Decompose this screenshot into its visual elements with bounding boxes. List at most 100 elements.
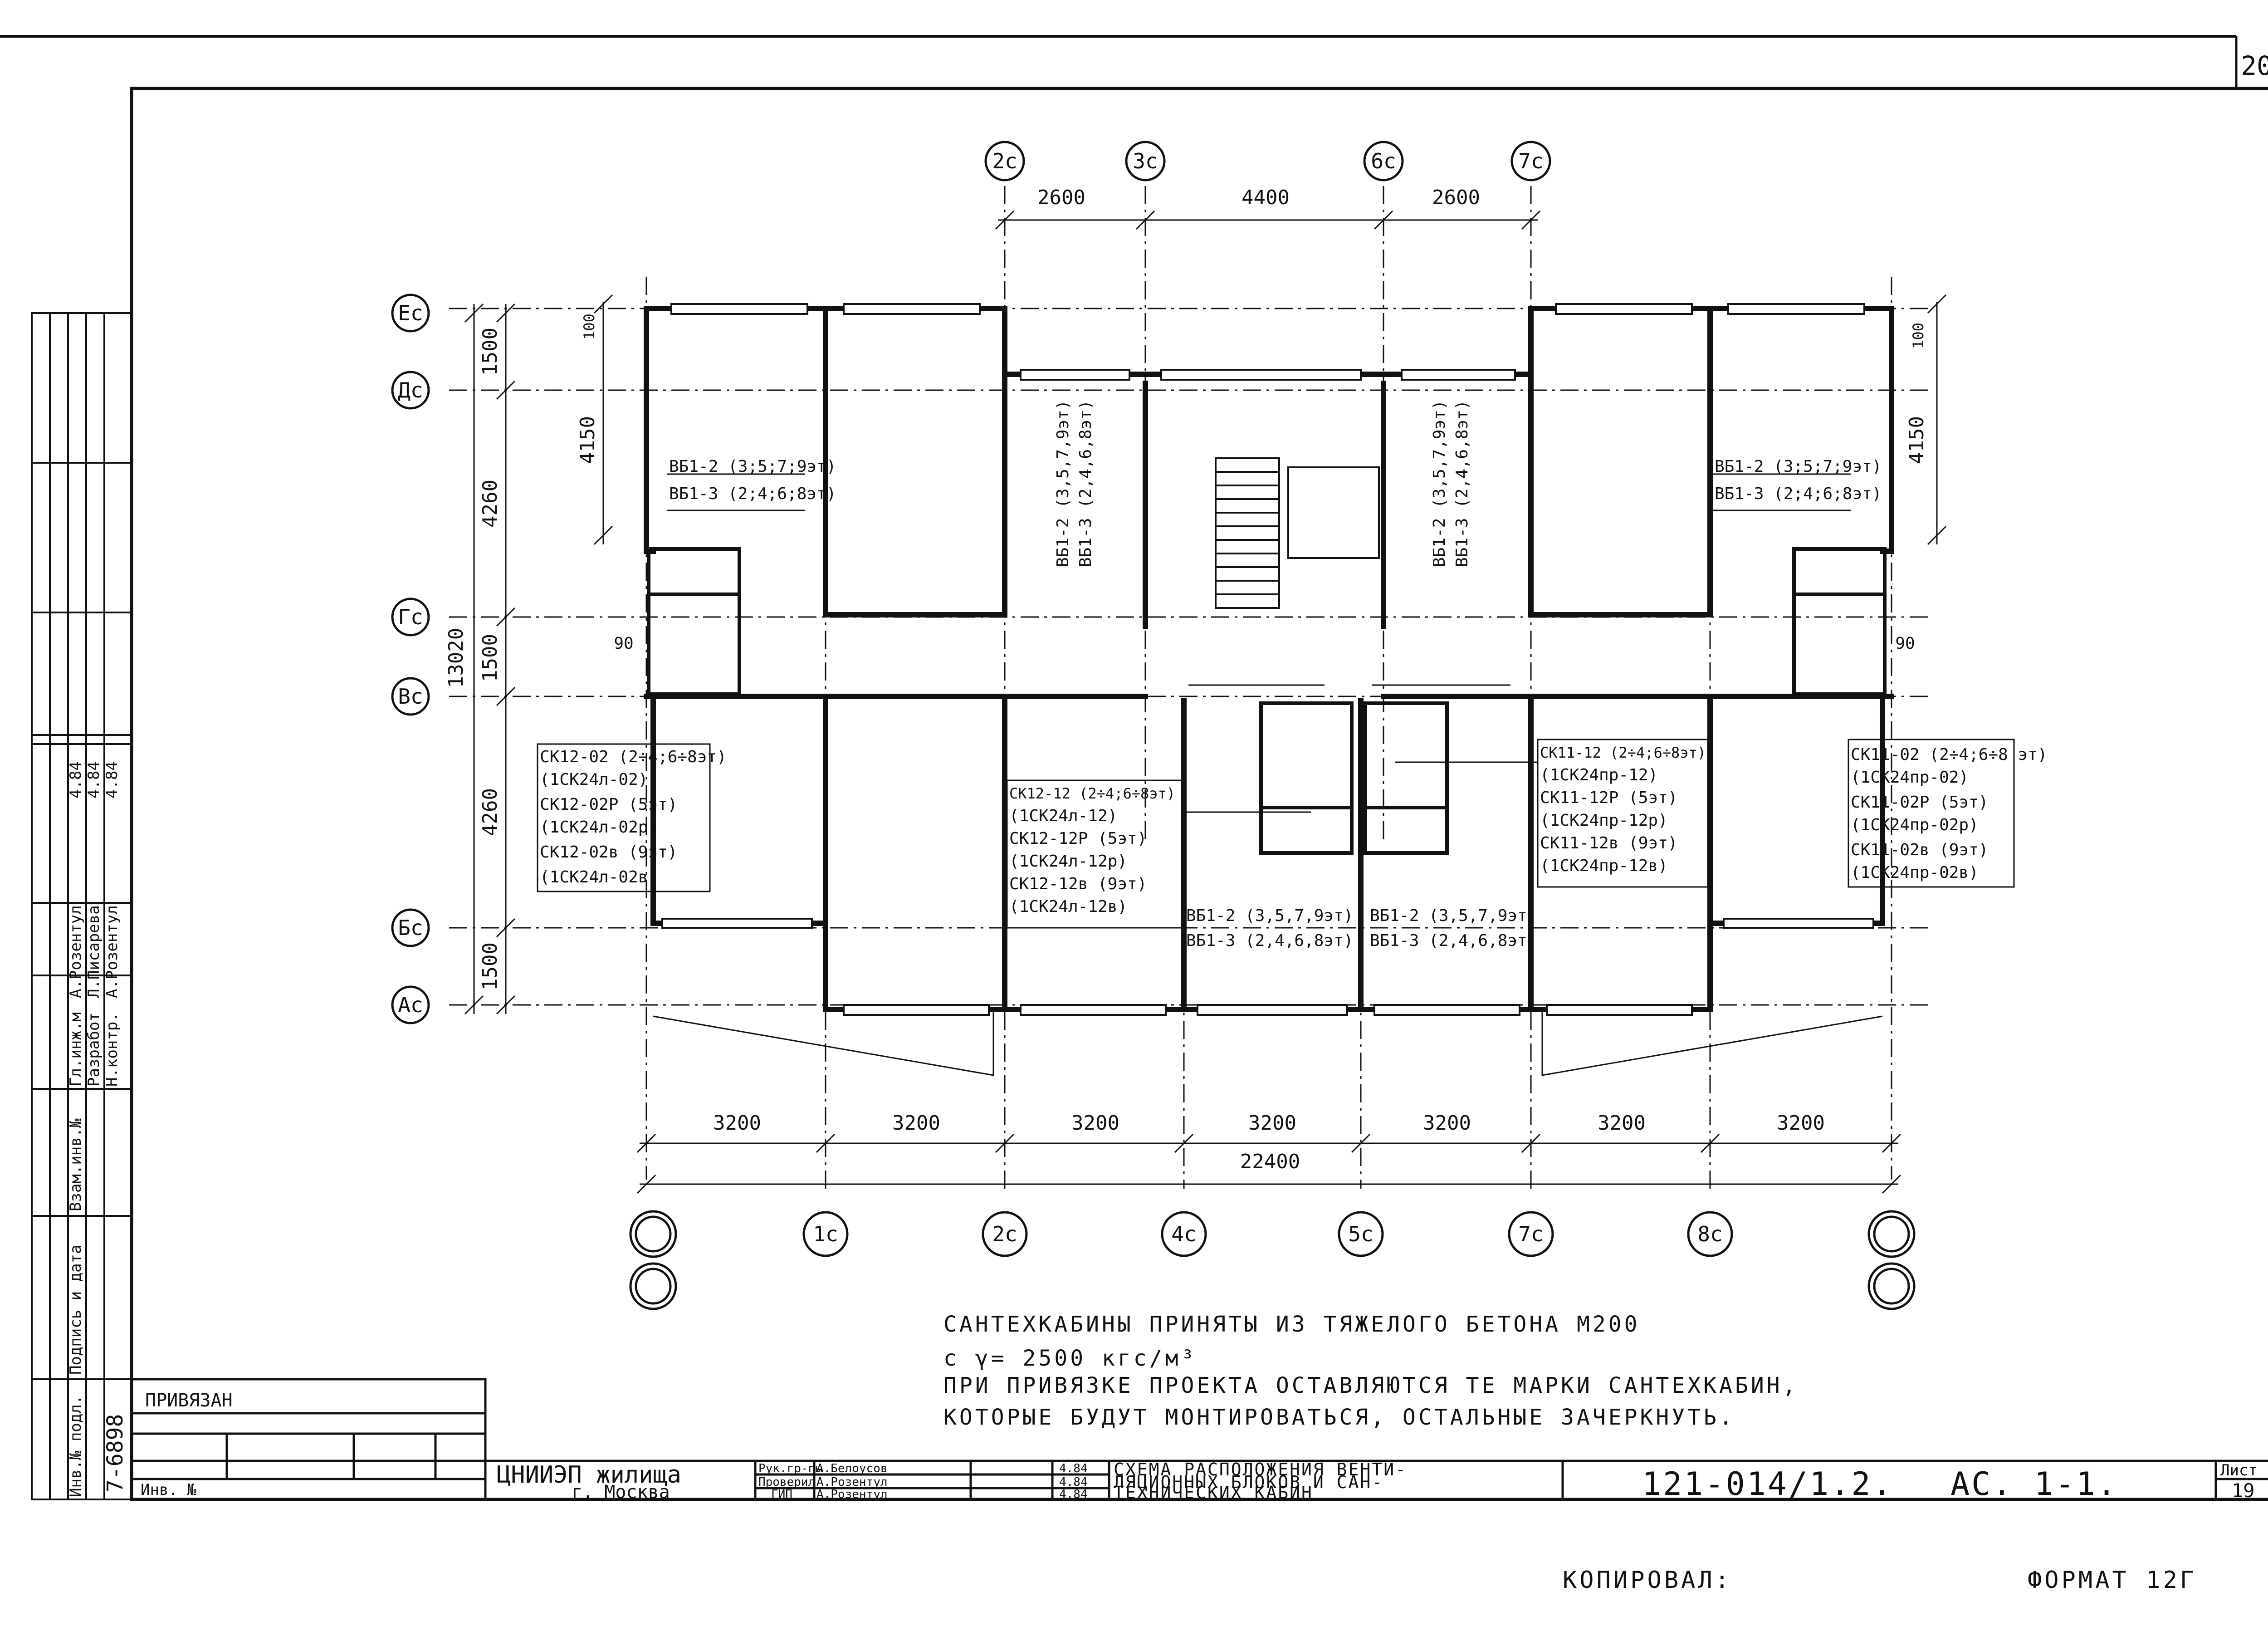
side-stamp-date-2: 4.84	[85, 761, 103, 798]
vent-lower-right-1: ВБ1-2 (3,5,7,9эт)	[1370, 906, 1537, 925]
cabin-center-right-3: СК11-12Р (5эт)	[1540, 789, 1677, 807]
bottom-axis-7c: 7с	[1518, 1222, 1543, 1246]
inv-label: Инв. №	[141, 1481, 196, 1499]
top-axis-7c: 7с	[1518, 149, 1543, 173]
bottom-dim-3: 3200	[1071, 1112, 1119, 1135]
vent-center-left-2: ВБ1-3 (2,4,6,8эт)	[1076, 400, 1095, 567]
right-dimension-chain	[1927, 294, 1947, 545]
note-line-4: КОТОРЫЕ БУДУТ МОНТИРОВАТЬСЯ, ОСТАЛЬНЫЕ З…	[943, 1405, 1735, 1430]
side-stamp-date-1: 4.84	[67, 761, 85, 798]
left-dim-1: 1500	[479, 328, 502, 376]
window-openings	[661, 303, 1874, 1016]
bottom-dim-4: 3200	[1248, 1112, 1296, 1135]
cabin-center-right-4: (1СК24пр-12р)	[1540, 811, 1668, 830]
left-axis-v: Вс	[398, 684, 423, 709]
vent-right-room-2: ВБ1-3 (2;4;6;8эт)	[1715, 485, 1882, 503]
building-walls	[644, 306, 1894, 1012]
bottom-axis-5c: 5с	[1348, 1222, 1373, 1246]
sheet-label: Лист	[2220, 1461, 2258, 1479]
vent-left-room-2: ВБ1-3 (2;4;6;8эт)	[669, 485, 836, 503]
side-stamp-role-2: Разработ	[85, 1012, 103, 1087]
tb-date-1: 4.84	[1059, 1462, 1088, 1475]
bottom-dimension-chains	[636, 1133, 1901, 1194]
left-axis-e: Ес	[398, 301, 423, 325]
cabin-left-4: (1СК24л-02р)	[540, 818, 658, 837]
top-axis-bubbles	[984, 141, 1551, 181]
side-stamp-replace-label: Взам.инв.№	[67, 1118, 85, 1211]
tb-name-2: А.Розентул	[816, 1475, 888, 1489]
note-line-2: с γ= 2500 кгс/м³	[943, 1346, 1197, 1371]
cabin-right-4: (1СК24пр-02р)	[1851, 816, 1979, 834]
vent-right-room-1: ВБ1-2 (3;5;7;9эт)	[1715, 457, 1882, 476]
bottom-axis-8c: 8с	[1697, 1222, 1722, 1246]
cabin-center-left-5: СК12-12в (9эт)	[1009, 875, 1147, 893]
vent-center-right-1: ВБ1-2 (3,5,7,9эт)	[1430, 400, 1449, 567]
attached-label: ПРИВЯЗАН	[145, 1390, 233, 1411]
bottom-dim-7: 3200	[1777, 1112, 1825, 1135]
cabin-right-6: (1СК24пр-02в)	[1851, 863, 1979, 882]
cabin-label-frames	[537, 739, 2015, 929]
title-line-3: ТЕХНИЧЕСКИХ КАБИН	[1114, 1483, 1313, 1503]
page-corner-number: 20	[2241, 50, 2268, 81]
side-stamp-date-3: 4.84	[103, 761, 121, 798]
org-line-1: ЦНИИЭП жилища	[497, 1461, 681, 1489]
tb-name-1: А.Белоусов	[816, 1462, 888, 1475]
vent-block-frames	[667, 473, 1851, 686]
left-axis-b: Бс	[398, 916, 423, 940]
org-line-2: г. Москва	[572, 1482, 670, 1503]
side-stamp-role-3: Н.контр.	[103, 1012, 121, 1087]
cabin-center-right-6: (1СК24пр-12в)	[1540, 857, 1668, 875]
bottom-axis-1c: 1с	[813, 1222, 838, 1246]
tb-name-3: А.Розентул	[816, 1488, 888, 1501]
left-dim-gap: 90	[614, 634, 633, 653]
cabin-center-left-2: (1СК24л-12)	[1009, 807, 1117, 825]
title-line-1: СХЕМА РАСПОЛОЖЕНИЯ ВЕНТИ-	[1114, 1460, 1407, 1479]
side-stamp-text: Гл.инж.м А.Розентул 4.84 Разработ Л.Писа…	[67, 761, 128, 1497]
left-dim-4: 4260	[479, 788, 502, 836]
left-dim-3: 1500	[479, 634, 502, 682]
stair	[1215, 457, 1380, 609]
vent-lower-right-2: ВБ1-3 (2,4,6,8эт)	[1370, 931, 1537, 950]
bottom-dim-2: 3200	[892, 1112, 940, 1135]
sheet-number: 19	[2232, 1479, 2255, 1502]
drawing-code: 121-014/1.2.	[1642, 1465, 1893, 1503]
tb-role-2: Проверил	[758, 1475, 815, 1489]
left-dim-inner-4150: 4150	[576, 416, 599, 464]
vent-center-left-1: ВБ1-2 (3,5,7,9эт)	[1054, 400, 1072, 567]
left-dim-2: 4260	[479, 480, 502, 528]
right-dim-inner-4150: 4150	[1905, 416, 1928, 464]
note-line-1: САНТЕХКАБИНЫ ПРИНЯТЫ ИЗ ТЯЖЕЛОГО БЕТОНА …	[943, 1312, 1640, 1337]
side-stamp-inventory-number: 7-6898	[103, 1414, 128, 1493]
vent-lower-left-2: ВБ1-3 (2,4,6,8эт)	[1186, 931, 1353, 950]
side-stamp	[31, 312, 132, 1500]
top-dim-2: 4400	[1242, 186, 1290, 209]
format-label: ФОРМАТ 12Г	[2028, 1567, 2197, 1594]
cabin-center-left-6: (1СК24л-12в)	[1009, 897, 1127, 916]
title-line-2: ЛЯЦИОННЫХ БЛОКОВ И САН-	[1114, 1472, 1383, 1492]
side-stamp-inv-label: Инв.№ подл.	[67, 1395, 85, 1497]
cabin-right-1: СК11-02 (2÷4;6÷8 эт)	[1851, 745, 2047, 764]
vent-left-room-1: ВБ1-2 (3;5;7;9эт)	[669, 457, 836, 476]
cabin-left-2: (1СК24л-02)	[540, 770, 648, 789]
left-axis-bubbles	[391, 294, 430, 1024]
top-dim-1: 2600	[1037, 186, 1085, 209]
cabin-right-2: (1СК24пр-02)	[1851, 768, 1969, 787]
cabin-left-5: СК12-02в (9эт)	[540, 843, 677, 862]
side-stamp-sign-label: Подпись и дата	[67, 1244, 85, 1375]
bottom-axis-bubbles	[629, 1210, 1916, 1310]
note-line-3: ПРИ ПРИВЯЗКЕ ПРОЕКТА ОСТАВЛЯЮТСЯ ТЕ МАРК…	[943, 1373, 1799, 1398]
vent-center-right-2: ВБ1-3 (2,4,6,8эт)	[1453, 400, 1471, 567]
top-axis-3c: 3с	[1133, 149, 1158, 173]
cabin-left-6: (1СК24л-02в)	[540, 868, 658, 887]
vent-lower-left-1: ВБ1-2 (3,5,7,9эт)	[1186, 906, 1353, 925]
cabin-center-right-5: СК11-12в (9эт)	[1540, 834, 1677, 852]
axis-grid-lines	[449, 186, 1928, 1189]
cabin-center-left-1: СК12-12 (2÷4;6÷8эт)	[1009, 785, 1175, 802]
left-dimension-chains	[464, 294, 613, 1015]
top-axis-6c: 6с	[1371, 149, 1396, 173]
cabin-center-right-2: (1СК24пр-12)	[1540, 766, 1658, 784]
cabin-center-right-1: СК11-12 (2÷4;6÷8эт)	[1540, 744, 1706, 761]
side-stamp-role-1: Гл.инж.м	[67, 1012, 85, 1087]
side-stamp-name-1: А.Розентул	[67, 905, 85, 998]
